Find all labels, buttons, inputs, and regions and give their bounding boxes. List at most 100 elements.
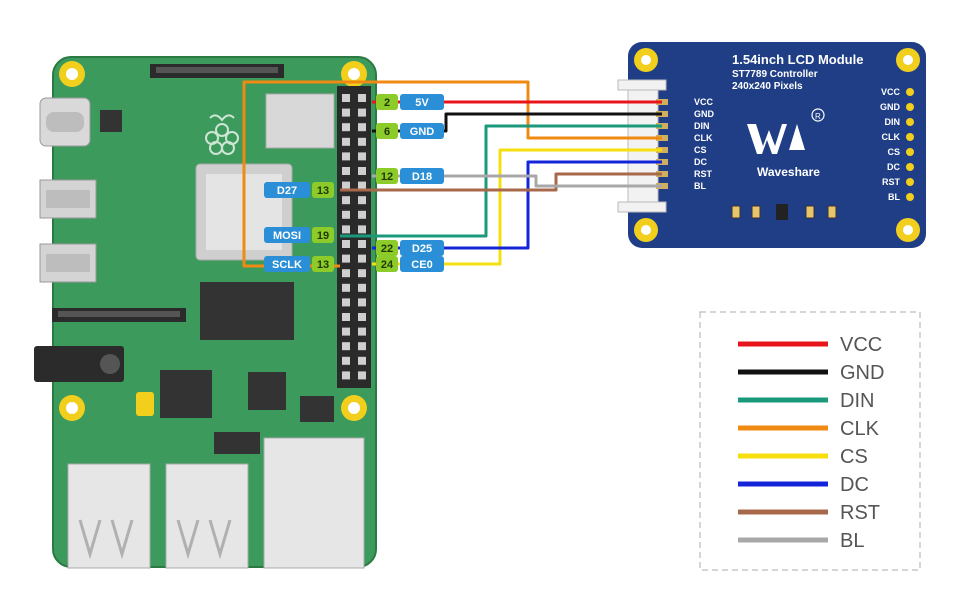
side-pin-label: DIN <box>885 117 901 127</box>
svg-text:D25: D25 <box>412 243 432 255</box>
legend-label: VCC <box>840 334 882 356</box>
gpio-pin <box>342 181 350 190</box>
side-pin-pad <box>906 178 914 186</box>
gpio-pin <box>342 94 350 102</box>
svg-text:6: 6 <box>384 126 390 138</box>
connector-pin-label: VCC <box>694 97 714 107</box>
legend-label: DIN <box>840 390 874 412</box>
mount-hole <box>59 61 85 87</box>
gpio-pin <box>342 123 350 132</box>
gpio-label-gnd: 6 GND <box>376 123 444 139</box>
lcd-module: 1.54inch LCD Module ST7789 Controller 24… <box>617 42 926 248</box>
gpio-pin <box>342 342 350 351</box>
side-pin-label: RST <box>882 177 901 187</box>
lcd-controller: ST7789 Controller <box>732 69 818 80</box>
gpio-pin <box>358 210 366 219</box>
gpio-pin <box>342 210 350 219</box>
side-pin-pad <box>906 163 914 171</box>
connector-pin-label: DC <box>694 157 707 167</box>
gpio-pin <box>358 167 366 175</box>
legend-label: RST <box>840 502 880 524</box>
raspberry-pi-logo <box>205 114 239 155</box>
gpio-pins <box>342 94 366 380</box>
gpio-label-sclk: SCLK 13 <box>264 256 334 272</box>
gpio-pin <box>342 137 350 146</box>
side-pin-label: VCC <box>881 87 901 97</box>
gpio-label-d18: 12 D18 <box>376 168 444 184</box>
side-pin-pad <box>906 193 914 201</box>
wire-din <box>340 124 662 238</box>
usb-controller-chip <box>160 370 212 418</box>
connector-pin-label: DIN <box>694 121 710 131</box>
gpio-pin <box>358 254 366 263</box>
gpio-pin <box>342 240 350 248</box>
gpio-pin <box>358 283 366 292</box>
gpio-pin <box>358 327 366 336</box>
side-pin-pad <box>906 133 914 141</box>
svg-text:CE0: CE0 <box>411 259 432 271</box>
connector-pin-label: RST <box>694 169 713 179</box>
gpio-label-5v: 2 5V <box>376 94 444 110</box>
legend-label: BL <box>840 530 864 552</box>
wire-dc <box>372 160 662 250</box>
side-pin-pad <box>906 118 914 126</box>
lcd-connector <box>627 89 659 203</box>
gpio-pin <box>358 196 366 205</box>
gpio-pin <box>358 240 366 248</box>
side-pin-pad <box>906 148 914 156</box>
svg-text:22: 22 <box>381 243 393 255</box>
connector-pin-label: CS <box>694 145 707 155</box>
mount-hole <box>59 395 85 421</box>
svg-text:12: 12 <box>381 171 393 183</box>
connector-pin-label: GND <box>694 109 715 119</box>
gpio-pin <box>342 225 350 234</box>
svg-text:D18: D18 <box>412 171 432 183</box>
svg-text:R: R <box>815 112 821 121</box>
legend-label: DC <box>840 474 869 496</box>
ram-chip <box>200 282 294 340</box>
gpio-pin <box>358 181 366 190</box>
legend-label: GND <box>840 362 884 384</box>
gpio-pin <box>342 327 350 336</box>
svg-text:24: 24 <box>381 259 394 271</box>
gpio-pin <box>342 283 350 292</box>
gpio-label-ce0: 24 CE0 <box>376 256 444 272</box>
gpio-label-d25: 22 D25 <box>376 240 444 256</box>
gpio-pin <box>358 342 366 351</box>
gpio-pin <box>358 152 366 161</box>
mount-hole <box>896 218 920 242</box>
svg-text:13: 13 <box>317 259 329 271</box>
gpio-pin <box>358 225 366 234</box>
gpio-pin <box>342 108 350 117</box>
gpio-pin <box>358 356 366 365</box>
svg-text:D27: D27 <box>277 185 297 197</box>
svg-text:MOSI: MOSI <box>273 230 301 242</box>
connector-pin-label: BL <box>694 181 706 191</box>
usb-port <box>67 463 151 569</box>
gpio-pin <box>358 94 366 102</box>
gpio-pin <box>342 313 350 321</box>
gpio-pin <box>358 313 366 321</box>
wire-bl <box>372 174 662 188</box>
gpio-pin <box>342 269 350 278</box>
mount-hole <box>341 395 367 421</box>
gpio-pin <box>342 356 350 365</box>
gpio-pin <box>342 371 350 380</box>
side-pin-label: GND <box>880 102 901 112</box>
lcd-resolution: 240x240 Pixels <box>732 81 803 92</box>
audio-jack <box>34 346 124 382</box>
wifi-shield <box>265 93 335 149</box>
gpio-pin <box>342 298 350 307</box>
svg-text:SCLK: SCLK <box>272 259 302 271</box>
side-pin-label: BL <box>888 192 900 202</box>
gpio-pin <box>358 108 366 117</box>
side-pin-label: CS <box>887 147 900 157</box>
side-pin-label: DC <box>887 162 900 172</box>
ethernet-chip <box>248 372 286 410</box>
mount-hole <box>634 218 658 242</box>
side-pin-pad <box>906 103 914 111</box>
gpio-label-mosi: MOSI 19 <box>264 227 334 243</box>
gpio-pin <box>342 152 350 161</box>
